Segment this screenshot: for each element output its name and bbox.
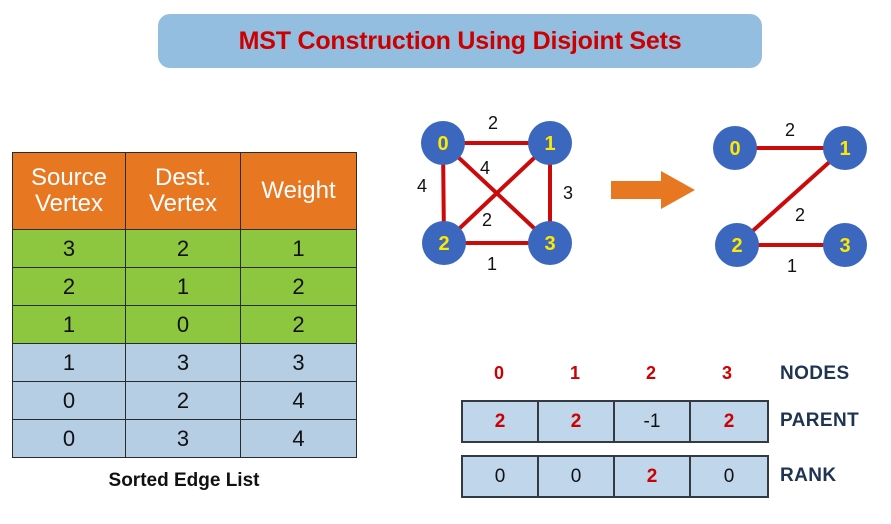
title-banner: MST Construction Using Disjoint Sets xyxy=(158,14,762,68)
graph-node-1 xyxy=(528,121,572,165)
edge-weight-1-3: 3 xyxy=(563,183,573,203)
cell-dest: 0 xyxy=(125,305,241,344)
cell-source: 1 xyxy=(12,343,126,382)
label-parent: PARENT xyxy=(780,410,860,431)
cell-dest: 2 xyxy=(125,229,241,268)
edge-weight-1-2: 2 xyxy=(482,210,492,230)
cell-source: 3 xyxy=(12,229,126,268)
column-header-weight: Weight xyxy=(240,152,357,230)
table-row: 3 2 1 xyxy=(12,229,357,268)
mst-node-1 xyxy=(823,126,867,170)
cell-weight: 3 xyxy=(240,343,357,382)
graph-node-label-1: 1 xyxy=(544,133,555,155)
mst-node-label-0: 0 xyxy=(729,138,740,160)
graph-node-label-0: 0 xyxy=(437,133,448,155)
parent-cell-3: 2 xyxy=(723,410,735,432)
cell-source: 0 xyxy=(12,381,126,420)
rank-array-row: 0 0 2 0 xyxy=(461,455,769,498)
mst-node-3 xyxy=(823,223,867,267)
edge-weight-2-3: 1 xyxy=(487,254,497,274)
graph-node-3 xyxy=(528,221,572,265)
mst-edge-weight-1-2: 2 xyxy=(795,205,805,225)
disjoint-set-arrays: 0 1 2 3 2 2 -1 2 0 0 2 0 NODES PARENT RA… xyxy=(440,355,880,510)
right-arrow-icon xyxy=(611,171,695,209)
rank-cell-1: 0 xyxy=(539,457,615,496)
parent-cell-1: 2 xyxy=(539,402,615,441)
cell-source: 0 xyxy=(12,419,126,458)
edge-table-body: 3 2 1 2 1 2 1 0 2 1 3 3 0 2 4 0 3 4 xyxy=(12,229,357,458)
header-line-1: Weight xyxy=(261,177,336,205)
table-row: 2 1 2 xyxy=(12,267,357,306)
mst-node-2 xyxy=(715,223,759,267)
input-graph-edge-weights: 2 4 4 2 3 1 xyxy=(417,113,573,274)
cell-dest: 3 xyxy=(125,419,241,458)
input-graph-diagram: 0 1 2 3 2 4 4 2 3 1 xyxy=(417,113,573,274)
node-index-2: 2 xyxy=(645,363,656,383)
table-row: 0 2 4 xyxy=(12,381,357,420)
label-nodes: NODES xyxy=(780,363,850,384)
header-line-2: Vertex xyxy=(34,190,104,217)
mst-node-label-1: 1 xyxy=(839,138,850,160)
table-row: 1 3 3 xyxy=(12,343,357,382)
mst-node-0 xyxy=(713,126,757,170)
cell-source: 1 xyxy=(12,305,126,344)
table-row: 0 3 4 xyxy=(12,419,357,458)
parent-cell-2: -1 xyxy=(615,402,691,441)
cell-weight: 2 xyxy=(240,267,357,306)
rank-cell-3: 0 xyxy=(723,465,735,487)
nodes-header-row: 0 1 2 3 xyxy=(461,363,765,384)
header-line-1: Dest. xyxy=(154,164,211,192)
edge-weight-0-3: 4 xyxy=(480,158,490,178)
cell-weight: 2 xyxy=(240,305,357,344)
input-graph-nodes: 0 1 2 3 xyxy=(421,121,572,265)
column-header-dest-vertex: Dest. Vertex xyxy=(125,152,241,230)
mst-graph-nodes: 0 1 2 3 xyxy=(713,126,867,267)
edge-1-2 xyxy=(442,141,552,245)
mst-graph-edge-weights: 2 2 1 xyxy=(785,120,805,276)
cell-source: 2 xyxy=(12,267,126,306)
parent-cell-0: 2 xyxy=(463,402,539,441)
label-rank: RANK xyxy=(780,465,837,486)
table-header-row: Source Vertex Dest. Vertex Weight xyxy=(12,152,357,230)
table-row: 1 0 2 xyxy=(12,305,357,344)
mst-node-label-3: 3 xyxy=(839,235,850,257)
parent-array-row: 2 2 -1 2 xyxy=(461,400,769,443)
rank-cell-0: 0 xyxy=(463,457,539,496)
header-line-2: Vertex xyxy=(148,190,218,217)
page-title: MST Construction Using Disjoint Sets xyxy=(238,26,682,55)
column-header-source-vertex: Source Vertex xyxy=(12,152,126,230)
graph-node-label-3: 3 xyxy=(544,233,555,255)
node-index-3: 3 xyxy=(721,363,732,383)
graph-node-0 xyxy=(421,121,465,165)
sorted-edge-list-caption: Sorted Edge List xyxy=(108,470,260,491)
graph-node-2 xyxy=(422,221,466,265)
graph-node-label-2: 2 xyxy=(438,233,449,255)
edge-weight-0-1: 2 xyxy=(488,113,498,133)
node-index-1: 1 xyxy=(569,363,580,383)
cell-weight: 4 xyxy=(240,381,357,420)
cell-dest: 3 xyxy=(125,343,241,382)
node-index-0: 0 xyxy=(493,363,504,383)
edge-weight-0-2: 4 xyxy=(417,176,427,196)
mst-edge-weight-0-1: 2 xyxy=(785,120,795,140)
mst-edge-weight-2-3: 1 xyxy=(787,256,797,276)
sorted-edge-list-table: Source Vertex Dest. Vertex Weight 3 2 1 … xyxy=(12,152,357,458)
mst-edge-1-2 xyxy=(735,146,847,247)
cell-weight: 4 xyxy=(240,419,357,458)
mst-graph-diagram: 0 1 2 3 2 2 1 xyxy=(713,120,867,276)
rank-cell-2: 2 xyxy=(615,457,691,496)
cell-dest: 2 xyxy=(125,381,241,420)
cell-weight: 1 xyxy=(240,229,357,268)
cell-dest: 1 xyxy=(125,267,241,306)
mst-node-label-2: 2 xyxy=(731,235,742,257)
header-line-1: Source xyxy=(30,164,108,192)
